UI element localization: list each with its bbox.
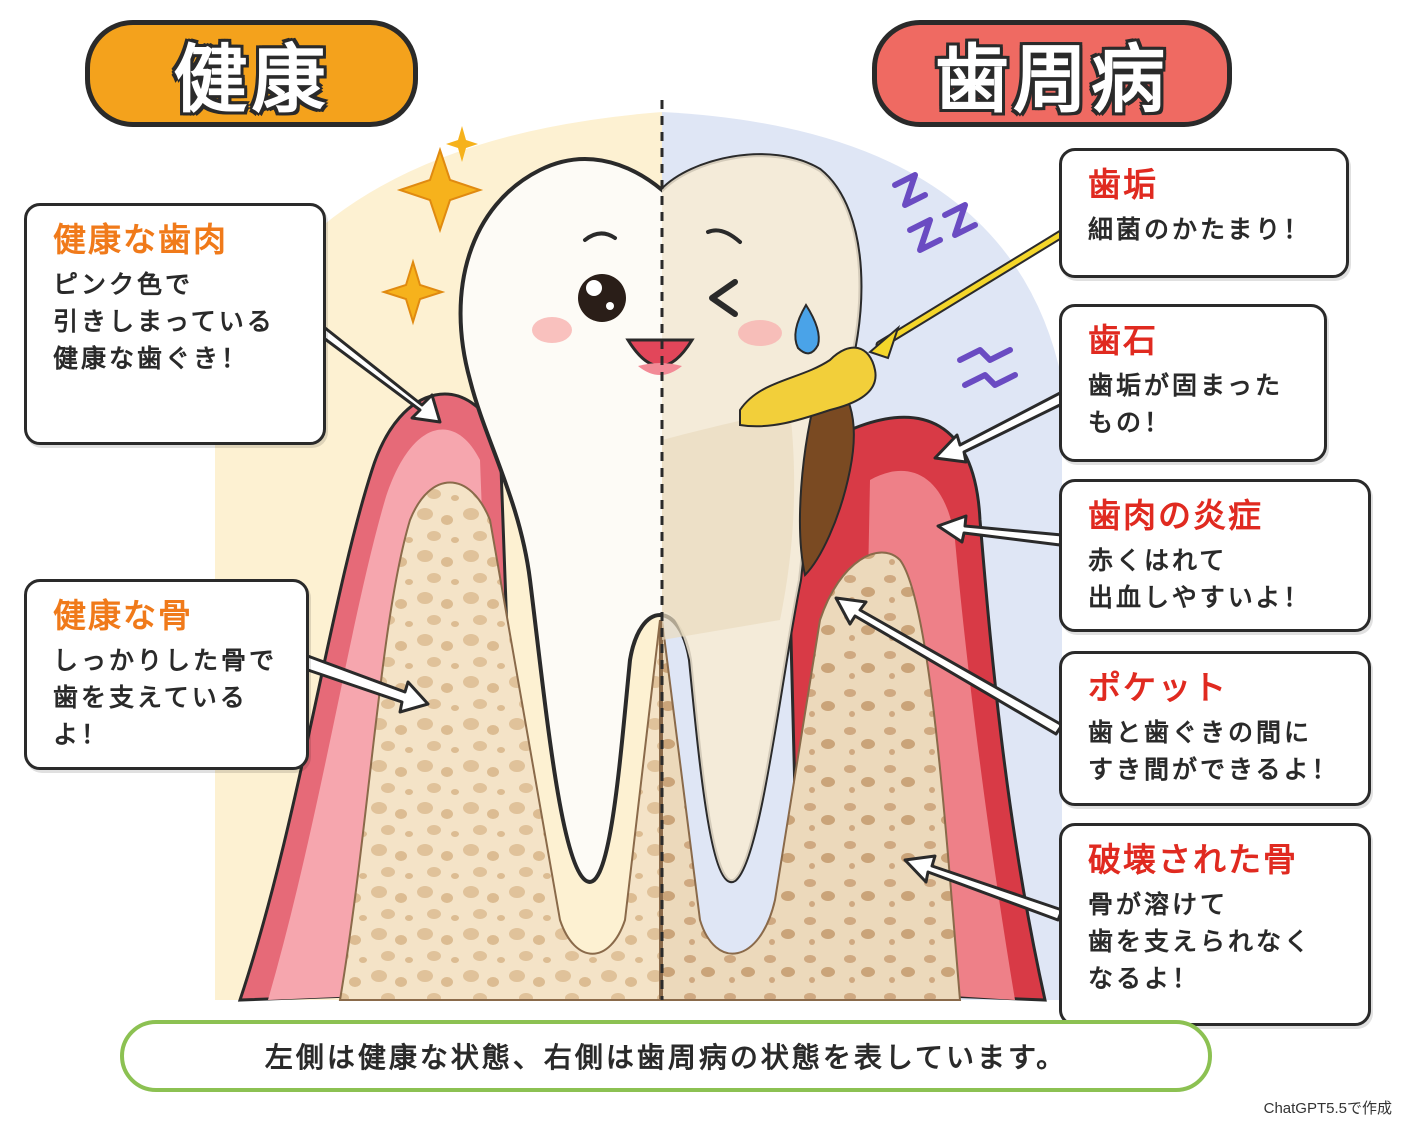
callout-body: 骨が溶けて 歯を支えられなく なるよ！ xyxy=(1088,890,1313,993)
arrow-pocket xyxy=(834,596,1064,736)
sparkle-icon xyxy=(396,146,484,234)
callout-tartar: 歯石 歯垢が固まった もの！ xyxy=(1059,304,1327,462)
callout-body: しっかりした骨で 歯を支えているよ！ xyxy=(53,646,278,749)
callout-title: 破壊された骨 xyxy=(1088,840,1298,879)
eye-left xyxy=(578,274,626,322)
callout-gum-inflammation: 歯肉の炎症 赤くはれて 出血しやすいよ！ xyxy=(1059,479,1371,632)
caption-banner: 左側は健康な状態、右側は歯周病の状態を表しています。 xyxy=(120,1020,1212,1092)
sweat-drop-icon xyxy=(794,303,820,355)
callout-body: ピンク色で 引きしまっている 健康な歯ぐき！ xyxy=(53,270,275,373)
credit-text: ChatGPT5.5で作成 xyxy=(1263,1100,1392,1117)
callout-title: ポケット xyxy=(1088,668,1228,707)
arrow-inflammation xyxy=(936,514,1064,547)
callout-title: 健康な骨 xyxy=(53,596,193,635)
callout-title: 歯肉の炎症 xyxy=(1088,496,1263,535)
arrow-tartar xyxy=(933,390,1068,464)
callout-plaque: 歯垢 細菌のかたまり！ xyxy=(1059,148,1349,278)
callout-body: 歯垢が固まった もの！ xyxy=(1088,371,1284,437)
arrow-bone-healthy xyxy=(300,653,430,714)
callout-body: 赤くはれて 出血しやすいよ！ xyxy=(1088,546,1312,612)
callout-title: 歯石 xyxy=(1088,321,1158,360)
periodontal-disease-title: 歯周病 xyxy=(872,20,1232,127)
callout-body: 細菌のかたまり！ xyxy=(1088,215,1312,244)
arrow-plaque xyxy=(877,227,1071,348)
sparkle-icon xyxy=(446,126,478,162)
tartar xyxy=(799,378,855,577)
healthy-title: 健康 xyxy=(85,20,418,127)
arrow-gum-healthy xyxy=(311,318,442,424)
destroyed-bone xyxy=(661,551,962,1001)
callout-healthy-bone: 健康な骨 しっかりした骨で 歯を支えているよ！ xyxy=(24,579,309,770)
eye-right-wink xyxy=(709,279,738,317)
callout-title: 歯垢 xyxy=(1088,165,1158,204)
plaque xyxy=(739,346,877,428)
callout-body: 歯と歯ぐきの間に すき間ができるよ！ xyxy=(1088,718,1340,784)
callout-pocket: ポケット 歯と歯ぐきの間に すき間ができるよ！ xyxy=(1059,651,1371,806)
sparkle-icon xyxy=(380,258,446,326)
healthy-bone xyxy=(338,481,661,1001)
callout-title: 健康な歯肉 xyxy=(53,220,228,259)
callout-destroyed-bone: 破壊された骨 骨が溶けて 歯を支えられなく なるよ！ xyxy=(1059,823,1371,1026)
callout-healthy-gum: 健康な歯肉 ピンク色で 引きしまっている 健康な歯ぐき！ xyxy=(24,203,326,445)
zigzag-icon xyxy=(892,172,928,208)
arrow-bone-lost xyxy=(903,854,1064,922)
